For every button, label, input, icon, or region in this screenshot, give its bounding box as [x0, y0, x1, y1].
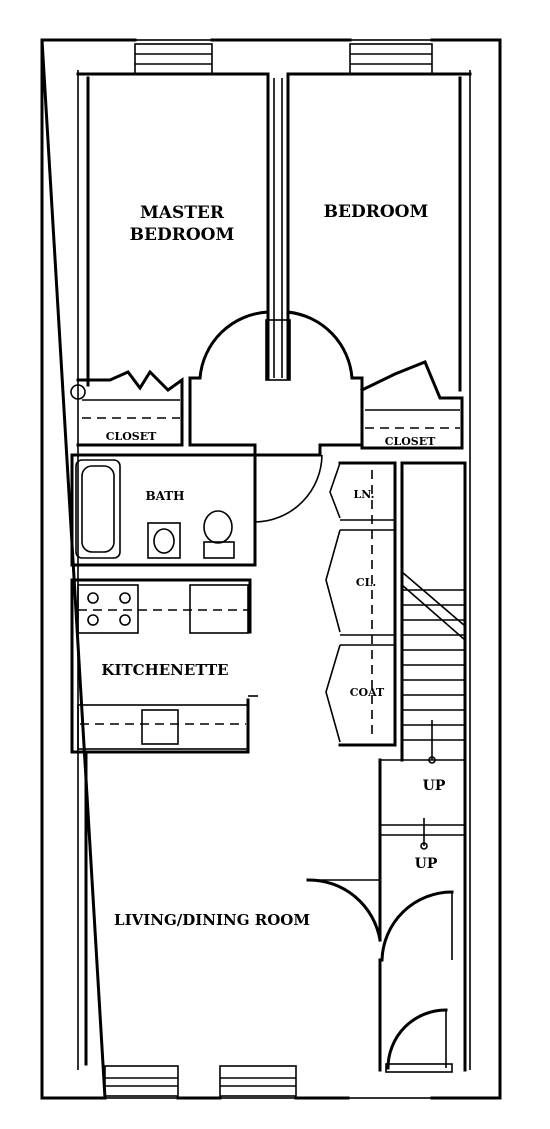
- exterior-walls: [40, 38, 502, 1100]
- label-living-dining: LIVING/DINING ROOM: [114, 911, 310, 929]
- label-master-bedroom-line1: MASTER: [140, 203, 225, 223]
- label-stairs-up-2: UP: [415, 856, 438, 872]
- living-partitions: [84, 743, 382, 1066]
- label-coat: COAT: [350, 686, 385, 699]
- bedroom-walls: [76, 72, 472, 392]
- bottom-windows: [104, 1065, 297, 1097]
- label-bath: BATH: [145, 489, 184, 503]
- top-windows: [134, 43, 433, 75]
- stairway: [378, 461, 467, 1072]
- up-arrow-2: [420, 818, 428, 850]
- stair-treads: [402, 589, 465, 741]
- label-closet-small: CL.: [356, 576, 376, 589]
- label-closet-left: CLOSET: [106, 430, 157, 443]
- label-master-bedroom-line2: BEDROOM: [130, 225, 235, 245]
- label-kitchenette: KITCHENETTE: [101, 661, 228, 679]
- label-linen: LN.: [354, 488, 375, 501]
- label-bedroom: BEDROOM: [324, 202, 429, 222]
- entry-doors: [306, 878, 454, 1073]
- hall-closets: [325, 461, 397, 747]
- closet-left: [70, 369, 184, 447]
- hall-arcs: [188, 310, 364, 457]
- closet-right: [359, 360, 464, 450]
- bath: [70, 453, 323, 567]
- up-arrow-1: [428, 720, 436, 764]
- label-stairs-up-1: UP: [423, 778, 446, 794]
- label-closet-right: CLOSET: [385, 435, 436, 448]
- kitchenette: [70, 578, 258, 754]
